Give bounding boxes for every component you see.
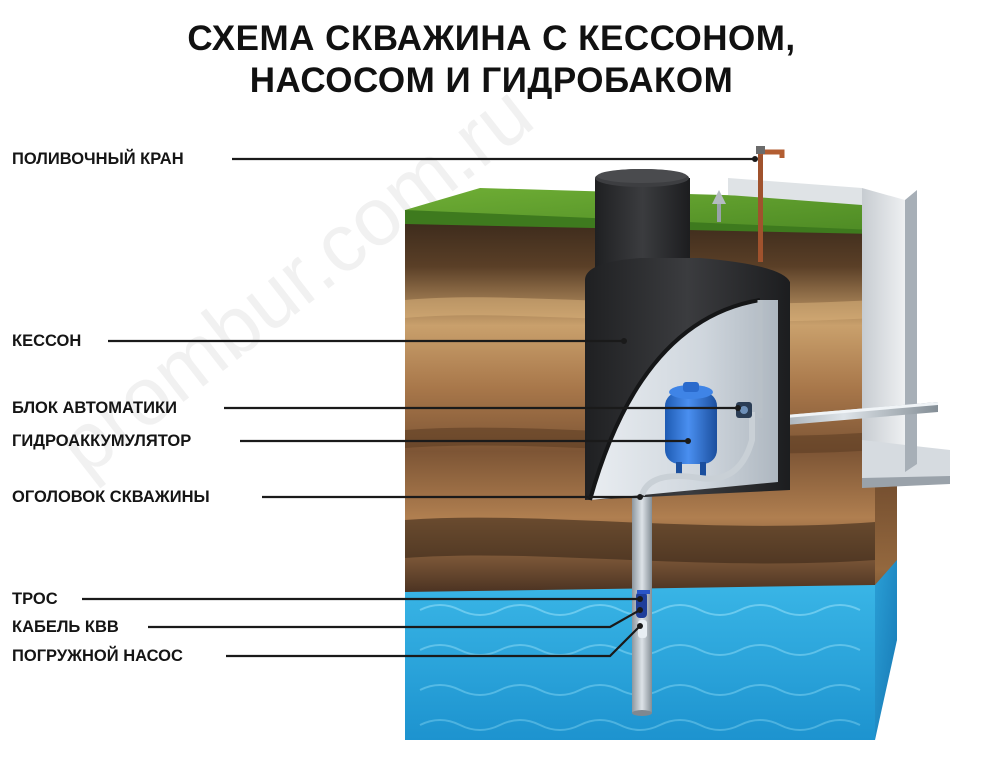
ventilation-cap <box>712 190 726 222</box>
label-well-head: ОГОЛОВОК СКВАЖИНЫ <box>12 488 210 506</box>
label-watering-tap: ПОЛИВОЧНЫЙ КРАН <box>12 150 184 168</box>
label-caisson: КЕССОН <box>12 332 82 350</box>
dot-cable-rope <box>637 596 643 602</box>
watering-tap-riser <box>756 146 785 262</box>
leader-line-kvv-cable <box>148 609 641 629</box>
label-submersible-pump: ПОГРУЖНОЙ НАСОС <box>12 647 183 665</box>
dot-watering-tap <box>752 156 758 162</box>
leader-lines <box>82 157 755 658</box>
dot-hydro-accumulator <box>685 438 691 444</box>
hydro-accumulator-tank <box>665 382 717 478</box>
dot-kvv-cable <box>637 607 643 613</box>
dot-submersible-pump <box>637 623 643 629</box>
label-kvv-cable: КАБЕЛЬ КВВ <box>12 618 119 636</box>
leader-dots <box>621 156 758 629</box>
label-hydro-accumulator: ГИДРОАККУМУЛЯТОР <box>12 432 192 450</box>
label-automation-unit: БЛОК АВТОМАТИКИ <box>12 399 177 417</box>
supply-pipe-to-house <box>750 402 938 428</box>
leader-line-submersible-pump <box>226 625 641 658</box>
label-cable-rope: ТРОС <box>12 590 58 608</box>
title-line-1: СХЕМА СКВАЖИНА С КЕССОНОМ, <box>187 19 796 58</box>
dot-well-head <box>637 494 643 500</box>
dot-caisson <box>621 338 627 344</box>
title-line-2: НАСОСОМ И ГИДРОБАКОМ <box>249 61 734 100</box>
dot-automation-unit <box>735 405 741 411</box>
diagram-title: СХЕМА СКВАЖИНА С КЕССОНОМ, НАСОСОМ И ГИД… <box>0 18 983 102</box>
